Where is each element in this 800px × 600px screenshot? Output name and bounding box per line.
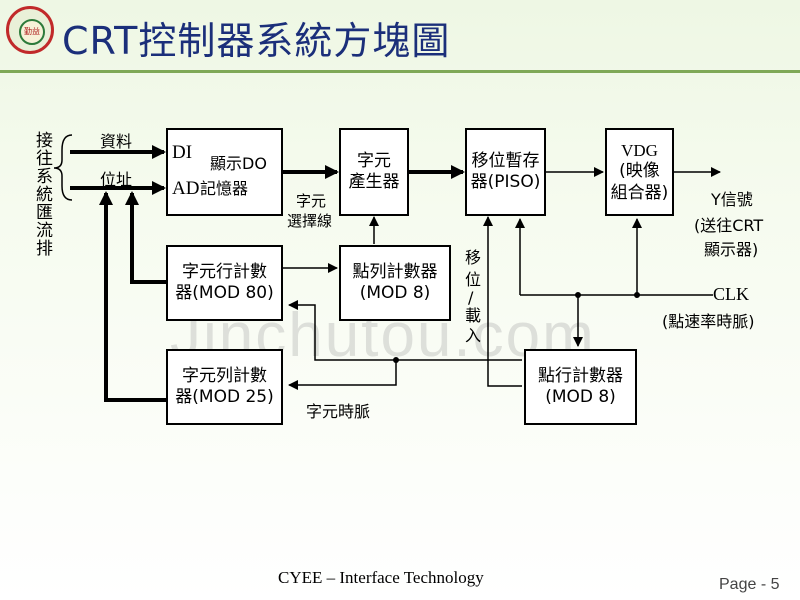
char-generator-block: 字元 產生器	[339, 128, 409, 216]
shift-register-line2: 器(PISO)	[470, 172, 541, 192]
shift-register-line1: 移位暫存	[471, 150, 540, 171]
mod80-address-feedback	[125, 191, 166, 284]
char-col-counter-block: 字元列計數 器(MOD 25)	[166, 349, 283, 425]
clk-desc-label: (點速率時脈)	[662, 312, 755, 331]
char-col-counter-line1: 字元列計數	[182, 365, 267, 386]
display-memory-block	[166, 128, 283, 216]
dot-row-counter-line1: 點列計數器	[352, 261, 438, 282]
char-clock-label: 字元時脈	[306, 402, 371, 421]
dot-col-counter-line1: 點行計數器	[538, 365, 623, 386]
shift-register-block: 移位暫存 器(PISO)	[465, 128, 546, 216]
vdg-block: VDG (映像 組合器)	[605, 128, 674, 216]
dot-col-counter-block: 點行計數器 (MOD 8)	[524, 349, 637, 425]
char-clock-junction	[393, 357, 399, 363]
slide-title: CRT控制器系統方塊圖	[62, 19, 451, 63]
char-clock-to-mod25	[288, 360, 397, 390]
shift-load-line	[483, 216, 522, 387]
dot-row-counter-line2: (MOD 8)	[359, 283, 431, 303]
ad-port-label: AD	[172, 178, 200, 199]
vdg-line3: 組合器)	[610, 182, 669, 203]
mod25-address-feedback	[99, 191, 166, 402]
slide-header: 勤益 CRT控制器系統方塊圖	[0, 0, 800, 78]
page-number: Page - 5	[719, 576, 780, 593]
logo-seal: 勤益	[19, 19, 45, 45]
y-dest-label-2: 顯示器)	[704, 240, 759, 259]
char-row-counter-block: 字元行計數 器(MOD 80)	[166, 245, 283, 321]
dot-row-counter-block: 點列計數器 (MOD 8)	[339, 245, 451, 321]
vdg-line1: VDG	[621, 141, 658, 161]
shift-load-label-4: 載	[465, 306, 482, 325]
shift-load-label-5: 入	[465, 326, 482, 345]
char-col-counter-line2: 器(MOD 25)	[175, 387, 274, 407]
display-memory-name-1: 顯示DO	[210, 154, 267, 173]
char-select-label-2: 選擇線	[287, 212, 333, 230]
clk-junction-2	[634, 292, 640, 298]
dot-col-counter-line2: (MOD 8)	[545, 387, 616, 407]
address-label: 位址	[100, 170, 133, 189]
di-port-label: DI	[172, 142, 193, 163]
course-name: CYEE – Interface Technology	[278, 568, 484, 587]
char-row-counter-line2: 器(MOD 80)	[175, 283, 274, 303]
y-signal-label: Y信號	[711, 190, 753, 209]
char-generator-line1: 字元	[357, 150, 391, 171]
data-label: 資料	[100, 132, 133, 151]
char-select-label-1: 字元	[296, 192, 327, 210]
clk-junction-1	[575, 292, 581, 298]
title-rule	[0, 70, 800, 73]
shift-load-label-3: /	[468, 288, 474, 307]
bus-label: 接往系統匯流排	[36, 131, 53, 259]
char-clock-to-mod80	[288, 300, 522, 361]
char-row-counter-line1: 字元行計數	[182, 261, 267, 282]
university-logo: 勤益	[6, 6, 54, 54]
y-dest-label-1: (送往CRT	[694, 216, 764, 235]
shift-load-label-1: 移	[465, 248, 482, 267]
clk-label: CLK	[713, 284, 749, 304]
bus-brace	[53, 134, 73, 201]
char-generator-line2: 產生器	[348, 172, 400, 192]
vdg-line2: (映像	[619, 161, 660, 182]
display-memory-name-2: 記憶器	[200, 179, 249, 198]
shift-load-label-2: 位	[465, 270, 482, 289]
